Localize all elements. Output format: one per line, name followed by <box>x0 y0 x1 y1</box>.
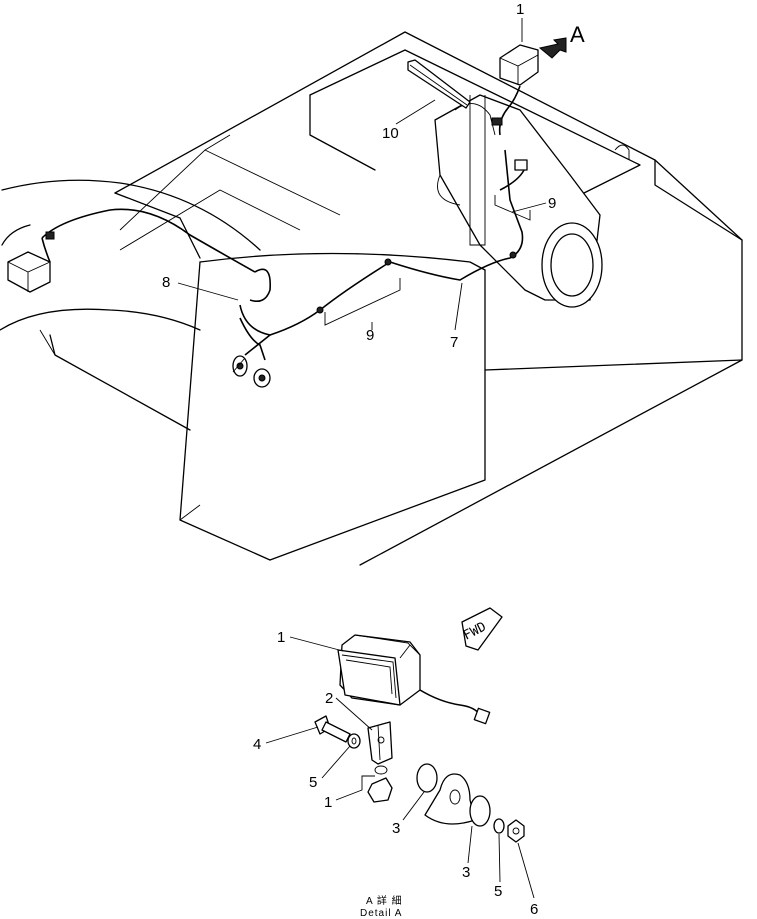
detail-caption-jp: A 詳 細 <box>366 894 403 907</box>
lamp-bracket-2 <box>367 721 393 765</box>
callout-6: 6 <box>530 901 538 918</box>
nut-6 <box>507 819 525 843</box>
leader-lines-upper <box>177 18 547 331</box>
mounting-bracket-10 <box>407 59 471 109</box>
callout-3-right: 3 <box>462 864 470 881</box>
nut-1 <box>367 765 393 803</box>
callout-9-center: 9 <box>366 327 374 344</box>
callout-5-upper: 5 <box>309 774 317 791</box>
callout-8: 8 <box>162 274 170 291</box>
callout-9-right: 9 <box>548 195 556 212</box>
clamp-range-brackets <box>324 195 531 326</box>
callout-3-left: 3 <box>392 820 400 837</box>
leader-lines-detail <box>265 636 535 899</box>
callout-2: 2 <box>325 690 333 707</box>
washer-5-lower <box>493 818 505 834</box>
washer-3-right <box>469 795 491 827</box>
callout-4: 4 <box>253 736 261 753</box>
callout-1-upper: 1 <box>516 1 524 18</box>
callout-10: 10 <box>382 125 399 142</box>
callout-1-nut: 1 <box>324 794 332 811</box>
washer-5-upper <box>347 733 361 749</box>
callout-5-lower: 5 <box>494 883 502 900</box>
working-lamp-upper <box>491 44 539 136</box>
callout-1-lamp: 1 <box>277 629 285 646</box>
machine-body <box>0 31 743 566</box>
callout-7: 7 <box>450 334 458 351</box>
bolt-4 <box>314 715 351 743</box>
wiring-harness <box>7 149 528 388</box>
washer-3-left <box>416 763 438 793</box>
fwd-direction-sign: FWD <box>461 607 503 651</box>
air-cleaner <box>434 94 603 308</box>
working-lamp-detail <box>337 634 491 725</box>
detail-caption-en: Detail A <box>360 908 402 919</box>
view-arrow-a <box>538 37 567 59</box>
view-label-a: A <box>570 22 585 47</box>
pivot-mount <box>424 773 476 825</box>
